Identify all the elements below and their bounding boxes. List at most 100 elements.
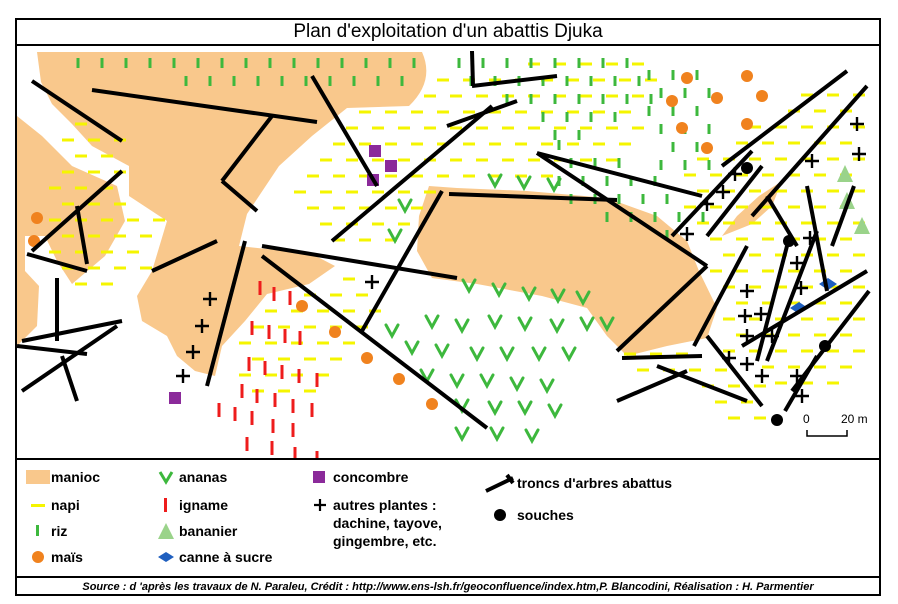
crop-marks bbox=[28, 58, 870, 458]
napi-dash bbox=[840, 333, 852, 337]
map-canvas: 0 20 m bbox=[17, 50, 871, 458]
black-trunk-icon bbox=[483, 473, 517, 493]
napi-dash bbox=[645, 78, 657, 82]
napi-dash bbox=[398, 126, 410, 130]
tree-trunk bbox=[656, 364, 748, 403]
riz-tick bbox=[340, 58, 344, 68]
tree-stump bbox=[783, 235, 795, 247]
legend-item-concombre: concombre bbox=[307, 468, 408, 486]
legend-label-ananas: ananas bbox=[179, 469, 228, 485]
tree-trunk bbox=[705, 164, 764, 238]
napi-dash bbox=[307, 206, 319, 210]
legend-item-mais: maïs bbox=[25, 548, 83, 566]
legend-item-autres: autres plantes : dachine, tayove, gingem… bbox=[307, 496, 442, 550]
napi-dash bbox=[762, 173, 774, 177]
napi-dash bbox=[278, 357, 290, 361]
igname-bar bbox=[315, 451, 319, 458]
riz-tick bbox=[647, 106, 651, 116]
riz-tick bbox=[659, 88, 663, 98]
ananas-v bbox=[404, 340, 420, 357]
riz-tick bbox=[601, 94, 605, 104]
riz-tick bbox=[208, 76, 212, 86]
ananas-v bbox=[546, 177, 562, 194]
napi-dash bbox=[343, 277, 355, 281]
napi-dash bbox=[741, 400, 753, 404]
napi-dash bbox=[75, 154, 87, 158]
riz-tick bbox=[244, 58, 248, 68]
igname-bar bbox=[280, 365, 284, 379]
napi-dash bbox=[463, 110, 475, 114]
autres-plantes-plus bbox=[790, 256, 804, 270]
napi-dash bbox=[788, 269, 800, 273]
legend-label-mais: maïs bbox=[51, 549, 83, 565]
napi-dash bbox=[619, 78, 631, 82]
mais-dot bbox=[701, 142, 713, 154]
napi-dash bbox=[814, 333, 826, 337]
napi-dash bbox=[801, 125, 813, 129]
napi-dash bbox=[101, 218, 113, 222]
tree-trunk bbox=[705, 334, 764, 408]
riz-tick bbox=[659, 124, 663, 134]
napi-dash bbox=[437, 78, 449, 82]
tree-trunk bbox=[616, 369, 688, 403]
napi-dash bbox=[728, 384, 740, 388]
napi-dash bbox=[567, 110, 579, 114]
tree-trunk bbox=[448, 192, 618, 202]
igname-bar bbox=[270, 441, 274, 455]
napi-dash bbox=[49, 186, 61, 190]
igname-bar bbox=[240, 384, 244, 398]
tree-trunk bbox=[220, 179, 259, 213]
tree-trunk bbox=[615, 264, 709, 353]
riz-tick bbox=[671, 106, 675, 116]
napi-dash bbox=[624, 352, 636, 356]
ananas-v bbox=[547, 403, 563, 420]
mais-dot bbox=[741, 118, 753, 130]
riz-tick bbox=[352, 76, 356, 86]
napi-dash bbox=[463, 78, 475, 82]
napi-dash bbox=[62, 266, 74, 270]
ananas-v bbox=[397, 198, 413, 215]
napi-dash bbox=[515, 142, 527, 146]
tree-trunk bbox=[621, 354, 703, 360]
ananas-v bbox=[387, 228, 403, 245]
tree-trunk bbox=[446, 99, 518, 128]
napi-dash bbox=[710, 205, 722, 209]
napi-dash bbox=[343, 309, 355, 313]
napi-dash bbox=[801, 317, 813, 321]
yellow-dash-icon bbox=[25, 496, 51, 514]
napi-dash bbox=[317, 373, 329, 377]
napi-dash bbox=[723, 317, 735, 321]
napi-dash bbox=[528, 62, 540, 66]
tree-trunk bbox=[471, 74, 558, 88]
napi-dash bbox=[749, 189, 761, 193]
ananas-v bbox=[489, 426, 505, 443]
riz-tick bbox=[671, 142, 675, 152]
riz-tick bbox=[695, 70, 699, 80]
napi-dash bbox=[840, 237, 852, 241]
tree-trunk bbox=[750, 84, 869, 218]
riz-tick bbox=[647, 70, 651, 80]
napi-dash bbox=[359, 110, 371, 114]
riz-tick bbox=[76, 58, 80, 68]
napi-dash bbox=[853, 125, 865, 129]
riz-tick bbox=[695, 142, 699, 152]
napi-dash bbox=[580, 94, 592, 98]
napi-dash bbox=[385, 206, 397, 210]
napi-dash bbox=[853, 317, 865, 321]
ananas-v bbox=[579, 316, 595, 333]
napi-dash bbox=[736, 269, 748, 273]
igname-bar bbox=[217, 403, 221, 417]
riz-tick bbox=[629, 176, 633, 186]
ananas-v bbox=[424, 314, 440, 331]
riz-tick bbox=[100, 58, 104, 68]
napi-dash bbox=[359, 206, 371, 210]
napi-dash bbox=[749, 253, 761, 257]
riz-tick bbox=[605, 176, 609, 186]
riz-tick bbox=[553, 58, 557, 68]
napi-dash bbox=[788, 301, 800, 305]
napi-dash bbox=[515, 174, 527, 178]
napi-dash bbox=[814, 269, 826, 273]
napi-dash bbox=[307, 174, 319, 178]
napi-dash bbox=[606, 94, 618, 98]
napi-dash bbox=[333, 206, 345, 210]
